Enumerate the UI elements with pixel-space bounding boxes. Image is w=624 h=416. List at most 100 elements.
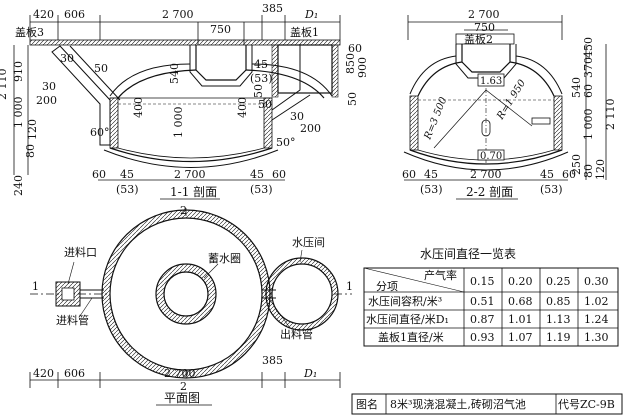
- table-col-3: 0.30: [584, 275, 609, 288]
- section-mark-1-left: 1: [32, 280, 39, 293]
- table-col-1: 0.20: [508, 275, 533, 288]
- plan-title: 平面图: [164, 391, 200, 405]
- dim-1000-s2: 1 000: [582, 109, 595, 141]
- dim-60-s2-br: 60: [562, 168, 576, 181]
- table-cell: 1.07: [508, 331, 533, 344]
- table-cell: 1.13: [546, 313, 571, 326]
- dim-53-br: (53): [250, 183, 273, 196]
- dim-45-bl: 45: [120, 168, 134, 181]
- table-header-gas-rate: 产气率: [424, 268, 457, 282]
- dim-50-c: 50: [258, 98, 272, 111]
- dim-d1-plan: D₁: [303, 367, 317, 380]
- inlet-pipe-label: 进料管: [56, 313, 89, 327]
- drawing-code: 代号ZC-9B: [558, 398, 615, 411]
- dim-50-b: 50: [252, 84, 265, 98]
- dim-53: (53): [250, 72, 273, 85]
- dim-420-plan: 420: [33, 367, 54, 380]
- dim-53-bl: (53): [116, 183, 139, 196]
- dim-850: 850: [344, 53, 357, 74]
- dim-1000-inner: 1 000: [172, 107, 185, 139]
- dim-45-s2-bl: 45: [424, 168, 438, 181]
- dim-606: 606: [64, 8, 85, 21]
- dim-2700-bottom: 2 700: [174, 168, 206, 181]
- table-cell: 1.01: [508, 313, 533, 326]
- section-1-1: 420 606 2 700 385 D₁ 750 盖板3 盖板1: [0, 2, 369, 200]
- table-cell: 1.02: [584, 295, 609, 308]
- section-1-1-title: 1-1 剖面: [170, 185, 217, 199]
- cover-plate-3-label: 盖板3: [15, 25, 44, 39]
- section-2-2-title: 2-2 剖面: [466, 185, 513, 199]
- dim-2700-top: 2 700: [162, 8, 194, 21]
- boxed-value-1-63: 1.63: [480, 76, 502, 87]
- dim-200-a: 200: [36, 94, 57, 107]
- dim-120: 120: [26, 119, 39, 140]
- dim-240: 240: [12, 175, 25, 196]
- dim-910: 910: [12, 61, 25, 82]
- section-mark-2-bottom: 2: [180, 380, 187, 393]
- dim-30-b: 30: [42, 80, 56, 93]
- dim-45-s2-br: 45: [540, 168, 554, 181]
- section-mark-1-right: 1: [346, 280, 353, 293]
- table-cell: 1.30: [584, 331, 609, 344]
- outlet-pipe-label: 出料管: [280, 327, 313, 341]
- dim-30-c: 30: [290, 110, 304, 123]
- dim-540-s2: 540: [570, 77, 583, 98]
- dim-750-s2: 750: [474, 21, 495, 34]
- dim-60-s2: 60: [582, 84, 595, 98]
- dim-d1: D₁: [304, 8, 318, 21]
- dim-60-bl: 60: [92, 168, 106, 181]
- dim-400-right: 400: [236, 97, 249, 118]
- table-title: 水压间直径一览表: [420, 246, 516, 261]
- section-2-2: 2 700 750 盖板2 1.63 0.70 R=3 500 R=1 950: [402, 8, 617, 200]
- table-cell: 1.19: [546, 331, 571, 344]
- table-col-0: 0.15: [470, 275, 495, 288]
- table-cell: 0.85: [546, 295, 571, 308]
- dim-540: 540: [168, 63, 181, 84]
- dim-53-s2-br: (53): [540, 183, 563, 196]
- dim-250: 250: [570, 154, 583, 175]
- title-block: 图名 8米³现浇混凝土,砖砌沼气池 代号ZC-9B: [351, 393, 623, 415]
- dim-80: 80: [24, 144, 37, 158]
- title-block-label: 图名: [356, 397, 378, 411]
- cover-plate-1-label: 盖板1: [290, 25, 319, 39]
- table-row-label: 盖板1直径/米: [378, 330, 444, 344]
- table-header-item: 分项: [376, 280, 398, 293]
- table-cell: 1.24: [584, 313, 609, 326]
- inlet-label: 进料口: [64, 245, 97, 259]
- dim-2700-s2-bottom: 2 700: [470, 168, 502, 181]
- cover-plate-2-label: 盖板2: [464, 32, 493, 46]
- dim-2700-s2-top: 2 700: [468, 8, 500, 21]
- dim-60-s2-bl: 60: [402, 168, 416, 181]
- table-cell: 0.93: [470, 331, 495, 344]
- dim-2700-plan: 2 700: [164, 367, 196, 380]
- drawing-name: 8米³现浇混凝土,砖砌沼气池: [390, 397, 526, 411]
- table-cell: 0.68: [508, 295, 533, 308]
- dim-2110-left: 2 110: [0, 69, 9, 101]
- boxed-value-0-70: 0.70: [480, 151, 502, 162]
- dim-450: 450: [582, 37, 595, 58]
- pressure-room-table: 水压间直径一览表 产气率 分项 0.15 0.20 0.25 0.30 水压间容…: [363, 246, 619, 347]
- table-col-2: 0.25: [546, 275, 571, 288]
- dim-200-b: 200: [300, 122, 321, 135]
- dim-80-s2: 80: [582, 164, 595, 178]
- table-row-label: 水压间容积/米³: [368, 294, 442, 308]
- dim-385: 385: [262, 2, 283, 15]
- dim-60-br: 60: [272, 168, 286, 181]
- dim-1000-left: 1 000: [12, 97, 25, 129]
- dim-60-right: 60: [348, 42, 362, 55]
- dim-50-a: 50: [94, 62, 108, 75]
- dim-30-a: 30: [60, 52, 74, 65]
- storage-ring-label: 蓄水圈: [208, 252, 241, 265]
- dim-50-right: 50: [346, 92, 359, 106]
- plan-view: 2 2 1 1 进料口 进料管 蓄水圈 水压间 出料管 385: [29, 204, 353, 406]
- pressure-room-label: 水压间: [292, 236, 325, 249]
- dim-53-s2-bl: (53): [420, 183, 443, 196]
- dim-900: 900: [356, 57, 369, 78]
- dim-2110-s2: 2 110: [604, 99, 617, 131]
- dim-420: 420: [33, 8, 54, 21]
- dim-400-left: 400: [132, 97, 145, 118]
- dim-370: 370: [582, 57, 595, 78]
- dim-606-plan: 606: [64, 367, 85, 380]
- dim-45: 45: [254, 58, 268, 71]
